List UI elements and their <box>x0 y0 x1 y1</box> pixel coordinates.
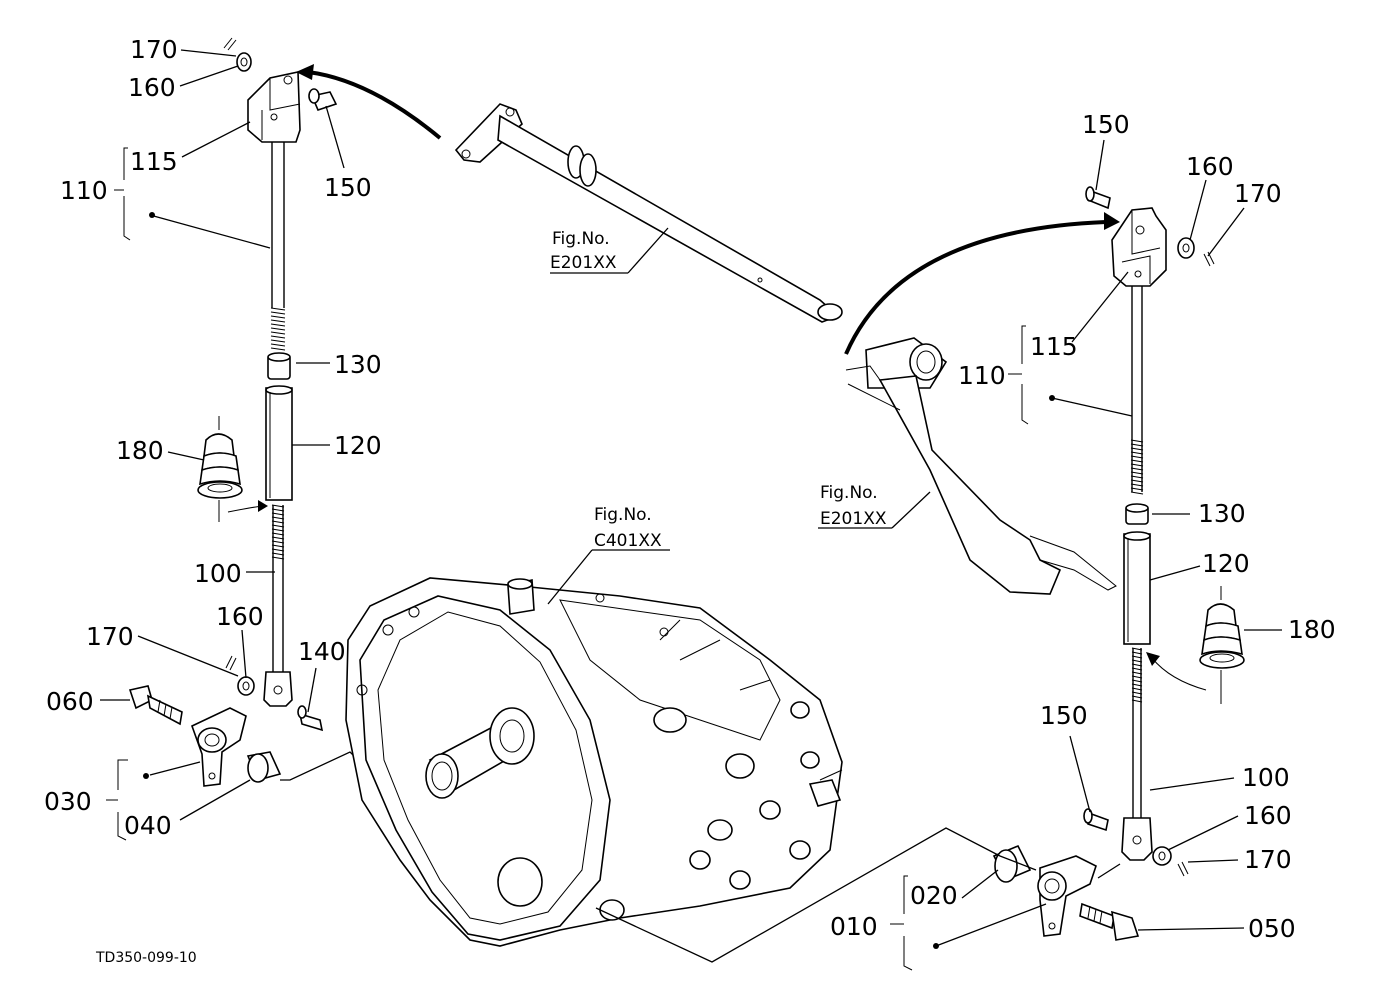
right-bush-020 <box>992 844 1032 883</box>
left-bush-040 <box>246 751 282 783</box>
left-boot-arrow <box>227 505 263 513</box>
right-washer-top <box>1177 237 1195 259</box>
label-110-left: 110 <box>60 176 108 205</box>
label-150-right-top: 150 <box>1082 110 1130 139</box>
transmission-case <box>345 577 843 947</box>
left-rod-assembly <box>128 37 338 787</box>
right-lever-010 <box>1037 855 1097 937</box>
ref-e201-upper-line2: E201XX <box>550 253 617 273</box>
label-040-left: 040 <box>124 811 172 840</box>
right-boot-arrow <box>1151 657 1207 691</box>
ref-e201-upper-line1: Fig.No. <box>552 229 610 249</box>
right-010-dot <box>933 943 939 949</box>
label-060-left: 060 <box>46 687 94 716</box>
right-lower-clevis <box>1121 817 1153 861</box>
right-leaders <box>595 139 1282 963</box>
drawing-code: TD350-099-10 <box>95 950 197 966</box>
left-upper-arrow <box>307 70 442 140</box>
left-bolt-060 <box>128 685 183 726</box>
label-020-right: 020 <box>910 881 958 910</box>
label-120-right: 120 <box>1202 549 1250 578</box>
label-100-right: 100 <box>1242 763 1290 792</box>
ref-e201-right: Fig.No. E201XX <box>818 483 931 529</box>
right-boot-180 <box>1199 586 1245 704</box>
right-rod-upper <box>1130 286 1144 495</box>
label-180-left: 180 <box>116 436 164 465</box>
ref-c401: Fig.No. C401XX <box>547 505 670 605</box>
right-brackets <box>890 325 1029 971</box>
left-brackets <box>106 147 131 841</box>
left-nut-130 <box>267 352 291 380</box>
label-180-right: 180 <box>1288 615 1336 644</box>
left-pin-140 <box>297 705 324 732</box>
left-rod-upper <box>270 142 286 351</box>
ref-c401-line2: C401XX <box>594 531 662 551</box>
upper-shaft <box>454 103 843 323</box>
right-bolt-050 <box>1079 902 1140 941</box>
label-160-right-top: 160 <box>1186 152 1234 181</box>
left-cotter-lower <box>225 655 237 671</box>
right-110-dot <box>1049 395 1055 401</box>
right-nut-130 <box>1125 503 1149 525</box>
label-100-left: 100 <box>194 559 242 588</box>
left-110-dot <box>149 212 155 218</box>
right-pin-150-top <box>1085 186 1111 210</box>
label-130-left: 130 <box>334 350 382 379</box>
left-labels: 170 160 115 150 110 130 180 120 100 170 … <box>44 35 382 840</box>
right-sleeve-120 <box>1123 531 1151 645</box>
label-110-right: 110 <box>958 361 1006 390</box>
right-cotter-lower <box>1177 861 1189 877</box>
label-150-right-lower: 150 <box>1040 701 1088 730</box>
left-washer-lower <box>237 676 255 696</box>
right-rod-assembly <box>992 186 1245 941</box>
left-upper-clevis <box>247 71 301 143</box>
label-115-right: 115 <box>1030 332 1078 361</box>
left-lower-clevis <box>263 671 293 707</box>
left-rod-lower <box>271 504 285 672</box>
label-170-left-lower: 170 <box>86 622 134 651</box>
ref-e201-upper: Fig.No. E201XX <box>550 227 669 274</box>
left-boot-180 <box>197 416 243 522</box>
left-pin-150 <box>308 88 338 111</box>
label-150-left: 150 <box>324 173 372 202</box>
right-rod-lower <box>1131 647 1143 818</box>
left-sleeve-120 <box>265 385 293 501</box>
label-010-right: 010 <box>830 912 878 941</box>
ref-e201-right-line2: E201XX <box>820 509 887 529</box>
ref-c401-line1: Fig.No. <box>594 505 652 525</box>
label-170-right-top: 170 <box>1234 179 1282 208</box>
right-labels: 150 160 170 115 110 130 120 180 150 100 … <box>830 110 1336 943</box>
ref-e201-right-line1: Fig.No. <box>820 483 878 503</box>
label-140-left: 140 <box>298 637 346 666</box>
label-160-left-top: 160 <box>128 73 176 102</box>
label-115-left: 115 <box>130 147 178 176</box>
label-170-right-lower: 170 <box>1244 845 1292 874</box>
label-130-right: 130 <box>1198 499 1246 528</box>
left-lever-030 <box>191 707 247 787</box>
label-170-left-top: 170 <box>130 35 178 64</box>
brake-pedal <box>845 337 1117 595</box>
right-washer-lower <box>1152 846 1172 866</box>
label-030-left: 030 <box>44 787 92 816</box>
label-160-left-lower: 160 <box>216 602 264 631</box>
left-washer-top <box>236 52 252 72</box>
right-upper-clevis <box>1111 207 1167 287</box>
left-030-dot <box>143 773 149 779</box>
label-050-right: 050 <box>1248 914 1296 943</box>
left-leaders <box>100 49 365 821</box>
label-160-right-lower: 160 <box>1244 801 1292 830</box>
label-120-left: 120 <box>334 431 382 460</box>
left-cotter-top <box>223 37 237 51</box>
right-upper-arrow <box>844 220 1107 355</box>
right-pin-150-lower <box>1083 808 1109 832</box>
